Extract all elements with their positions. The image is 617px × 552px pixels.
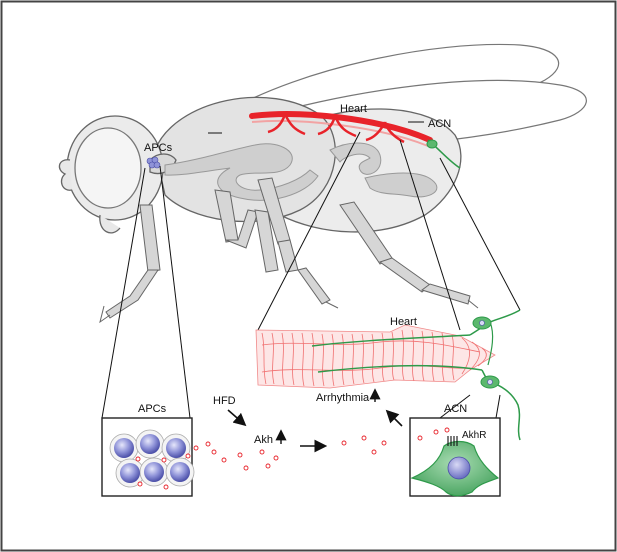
akh-particles <box>193 435 387 471</box>
apcs-cluster-small <box>146 156 161 169</box>
akh-granules-in-box <box>135 453 191 490</box>
acn-label-top: ACN <box>428 118 451 130</box>
acn-box-label: ACN <box>444 403 467 415</box>
zoom-lines <box>101 131 521 419</box>
gut <box>164 142 438 201</box>
apcs-box-label: APCs <box>138 403 167 415</box>
arrhythmia-label: Arrhythmia <box>316 392 370 404</box>
heart-label-zoom: Heart <box>390 316 417 328</box>
hfd-label: HFD <box>213 395 236 407</box>
acn-neurons-zoom <box>469 309 521 441</box>
akhr-receptor <box>447 436 458 446</box>
acn-box <box>409 417 501 497</box>
heart-label-top: Heart <box>340 103 367 115</box>
legs <box>105 177 471 319</box>
akhr-label: AkhR <box>462 430 486 441</box>
acn-neuron-small <box>426 139 461 169</box>
apc-nuclei <box>114 434 190 483</box>
akh-granules-acn <box>417 427 450 441</box>
apcs-label-top: APCs <box>144 142 173 154</box>
hfd-arrow <box>227 409 247 427</box>
acn-to-heart-arrow <box>385 409 403 427</box>
leg-tips <box>99 299 479 324</box>
akh-label: Akh <box>254 434 273 446</box>
apcs-box <box>101 417 195 497</box>
heart-tube <box>249 111 433 147</box>
heart-zoom-tissue <box>255 324 496 389</box>
